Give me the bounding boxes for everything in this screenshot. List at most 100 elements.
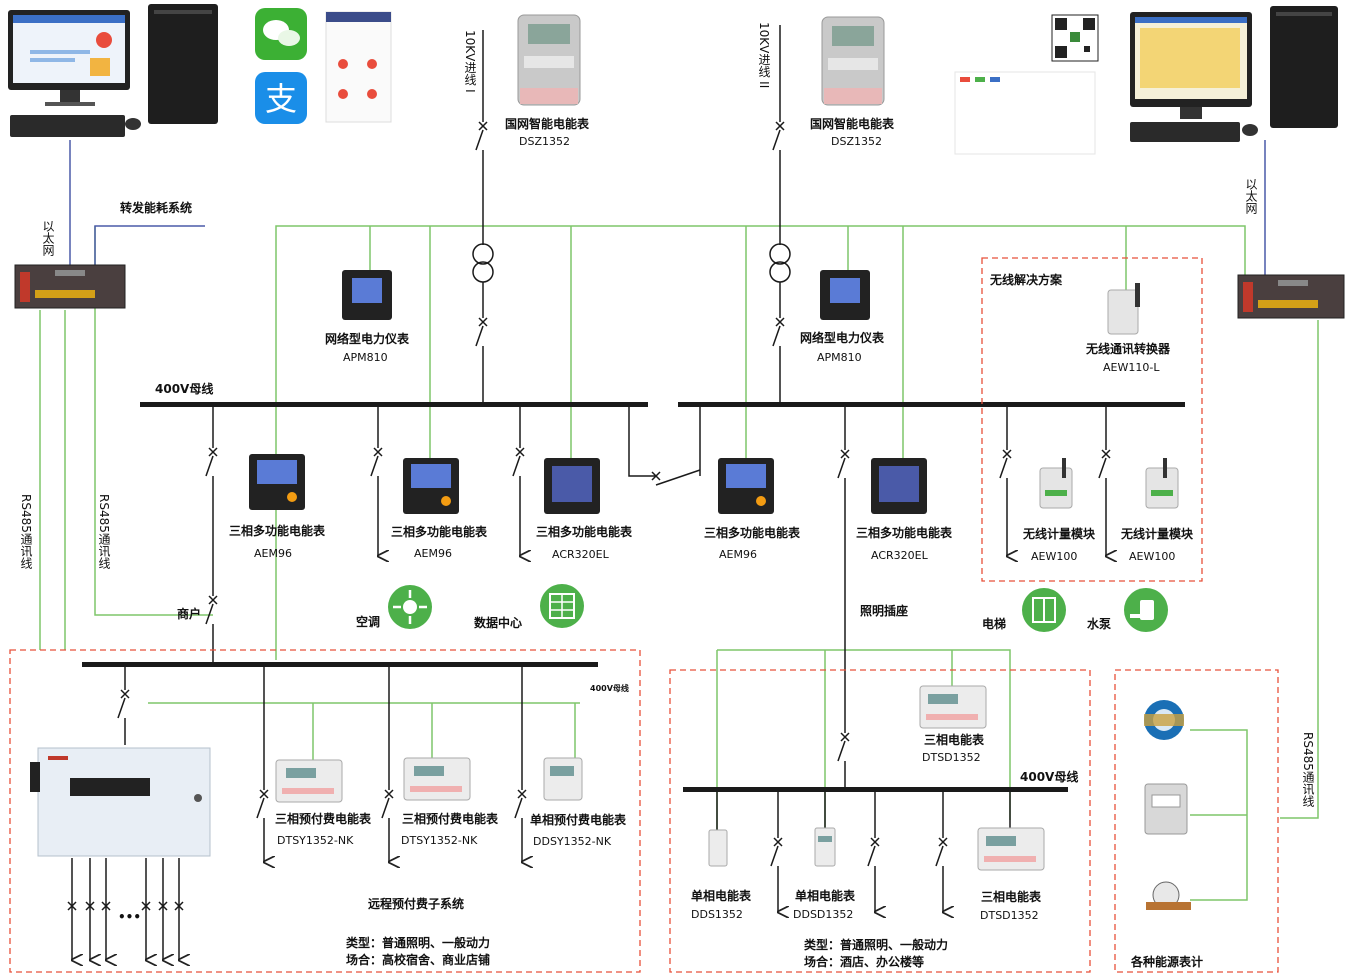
ddsd-model: DDSD1352 (793, 908, 854, 921)
feeder-meter-2-model: AEM96 (414, 547, 452, 560)
dsz-right-model: DSZ1352 (831, 135, 882, 148)
gateway-left (14, 264, 126, 309)
wireless-module-1 (1039, 458, 1073, 509)
prepay-dots: ••• (118, 910, 142, 924)
middle-place: 场合：酒店、办公楼等 (804, 955, 925, 969)
feeder-meter-3-model: ACR320EL (552, 548, 609, 561)
energy-meters-label: 各种能源表计 (1131, 955, 1204, 969)
rs485-label-1: RS485通讯线 (19, 494, 33, 569)
prepay-place: 场合：高校宿舍、商业店铺 (346, 953, 491, 967)
sub-bus-left-label: 400V母线 (590, 684, 629, 693)
prepay-system-title: 远程预付费子系统 (368, 897, 465, 911)
computer-left (8, 4, 218, 137)
converter-name: 无线通讯转换器 (1086, 342, 1171, 356)
meter-acr320el-2 (871, 458, 927, 514)
ethernet-left-label: 以太网 (41, 220, 55, 256)
module2-name: 无线计量模块 (1121, 527, 1194, 541)
meter-aem96-1 (249, 454, 305, 510)
module2-model: AEW100 (1129, 550, 1176, 563)
dsz-right-name: 国网智能电能表 (810, 117, 895, 131)
main-bus-label: 400V母线 (155, 382, 214, 396)
qr-code (1051, 14, 1099, 62)
dsz-left-name: 国网智能电能表 (505, 117, 590, 131)
mobile-app-screenshot (325, 11, 392, 123)
prepay-box (30, 747, 211, 857)
meter-acr320el-1 (544, 458, 600, 514)
wireless-title: 无线解决方案 (990, 273, 1063, 287)
load-shop: 商户 (177, 607, 202, 621)
mobile-report-screenshot (954, 71, 1096, 155)
gateway-right (1237, 274, 1345, 319)
forward-system-label: 转发能耗系统 (120, 201, 193, 215)
feed-label-left: 10KV进线 I (463, 30, 477, 93)
wireless-converter (1107, 283, 1140, 335)
feeder-meter-1-model: AEM96 (254, 547, 292, 560)
busbars (82, 402, 1185, 792)
power-lines (72, 25, 1106, 960)
prepay-meter-dtsy-2 (403, 757, 471, 801)
apm-left-model: APM810 (343, 351, 388, 364)
load-lighting: 照明插座 (860, 604, 909, 618)
apm-right-model: APM810 (817, 351, 862, 364)
module1-name: 无线计量模块 (1023, 527, 1096, 541)
meter-dtsd-bottom (977, 827, 1045, 871)
ethernet-lines (69, 140, 1266, 275)
ddsd-name: 单相电能表 (795, 889, 856, 903)
meter-ddsd (814, 827, 836, 867)
meter-dsz-right (821, 16, 885, 106)
prepay-type: 类型：普通照明、一般动力 (346, 936, 491, 950)
switch-marks (67, 121, 1111, 911)
heat-meter-icon (1146, 881, 1191, 910)
load-datacenter: 数据中心 (474, 616, 523, 630)
middle-type: 类型：普通照明、一般动力 (804, 938, 949, 952)
load-pump: 水泵 (1087, 617, 1112, 631)
computer-right (1130, 6, 1338, 142)
dtsd-top-name: 三相电能表 (924, 733, 985, 747)
meter-aem96-3 (718, 458, 774, 514)
rs485-lines (39, 225, 1319, 901)
water-meter-icon (1144, 700, 1184, 740)
dtsy2-model: DTSY1352-NK (401, 834, 478, 847)
prepay-meter-dtsy-1 (275, 759, 343, 803)
feeder-meter-2-name: 三相多功能电能表 (391, 525, 488, 539)
feed-label-right: 10KV进线 II (757, 22, 771, 89)
dashed-boxes (9, 257, 1279, 973)
ethernet-right-label: 以太网 (1244, 178, 1258, 214)
meter-aem96-2 (403, 458, 459, 514)
sub-bus-right-label: 400V母线 (1020, 770, 1079, 784)
dtsd-top-model: DTSD1352 (922, 751, 981, 764)
meter-dtsd-top (919, 685, 987, 729)
ddsy-model: DDSY1352-NK (533, 835, 612, 848)
apm810-right (820, 270, 870, 320)
apm810-left (342, 270, 392, 320)
dds-model: DDS1352 (691, 908, 743, 921)
dtsy2-name: 三相预付费电能表 (402, 812, 499, 826)
dsz-left-model: DSZ1352 (519, 135, 570, 148)
transformer-left (472, 243, 494, 283)
transformer-right (769, 243, 791, 283)
load-aircon: 空调 (356, 615, 381, 629)
feeder-meter-4-name: 三相多功能电能表 (704, 526, 801, 540)
dtsd-bottom-model: DTSD1352 (980, 909, 1039, 922)
module1-model: AEW100 (1031, 550, 1078, 563)
apm-left-name: 网络型电力仪表 (325, 332, 410, 346)
dds-name: 单相电能表 (691, 889, 752, 903)
feeder-meter-4-model: AEM96 (719, 548, 757, 561)
rs485-label-2: RS485通讯线 (97, 494, 111, 569)
feeder-meter-5-model: ACR320EL (871, 549, 928, 562)
feeder-meter-5-name: 三相多功能电能表 (856, 526, 953, 540)
wechat-icon (255, 8, 307, 60)
dtsy1-model: DTSY1352-NK (277, 834, 354, 847)
meter-dsz-left (517, 14, 581, 106)
elevator-icon (1022, 588, 1066, 632)
apm-right-name: 网络型电力仪表 (800, 331, 885, 345)
feeder-meter-1-name: 三相多功能电能表 (229, 524, 326, 538)
prepay-meter-ddsy (543, 757, 583, 801)
dtsd-bottom-name: 三相电能表 (981, 890, 1042, 904)
alipay-icon: 支 (255, 72, 307, 124)
load-elevator: 电梯 (982, 617, 1007, 631)
datacenter-icon (540, 584, 584, 628)
feeder-meter-3-name: 三相多功能电能表 (536, 525, 633, 539)
rs485-label-right: RS485通讯线 (1301, 732, 1315, 807)
